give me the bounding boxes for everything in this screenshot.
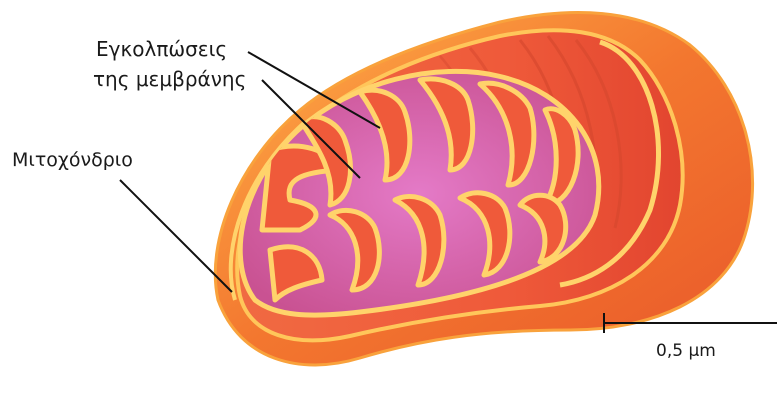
cristae-label-line2: της μεμβράνης bbox=[93, 67, 246, 91]
mitochondrion-leader bbox=[120, 180, 232, 292]
mitochondrion-label: Μιτοχόνδριο bbox=[12, 149, 133, 171]
scale-bar-label: 0,5 μm bbox=[656, 341, 716, 361]
cristae-label-line1: Εγκολπώσεις bbox=[96, 37, 227, 61]
